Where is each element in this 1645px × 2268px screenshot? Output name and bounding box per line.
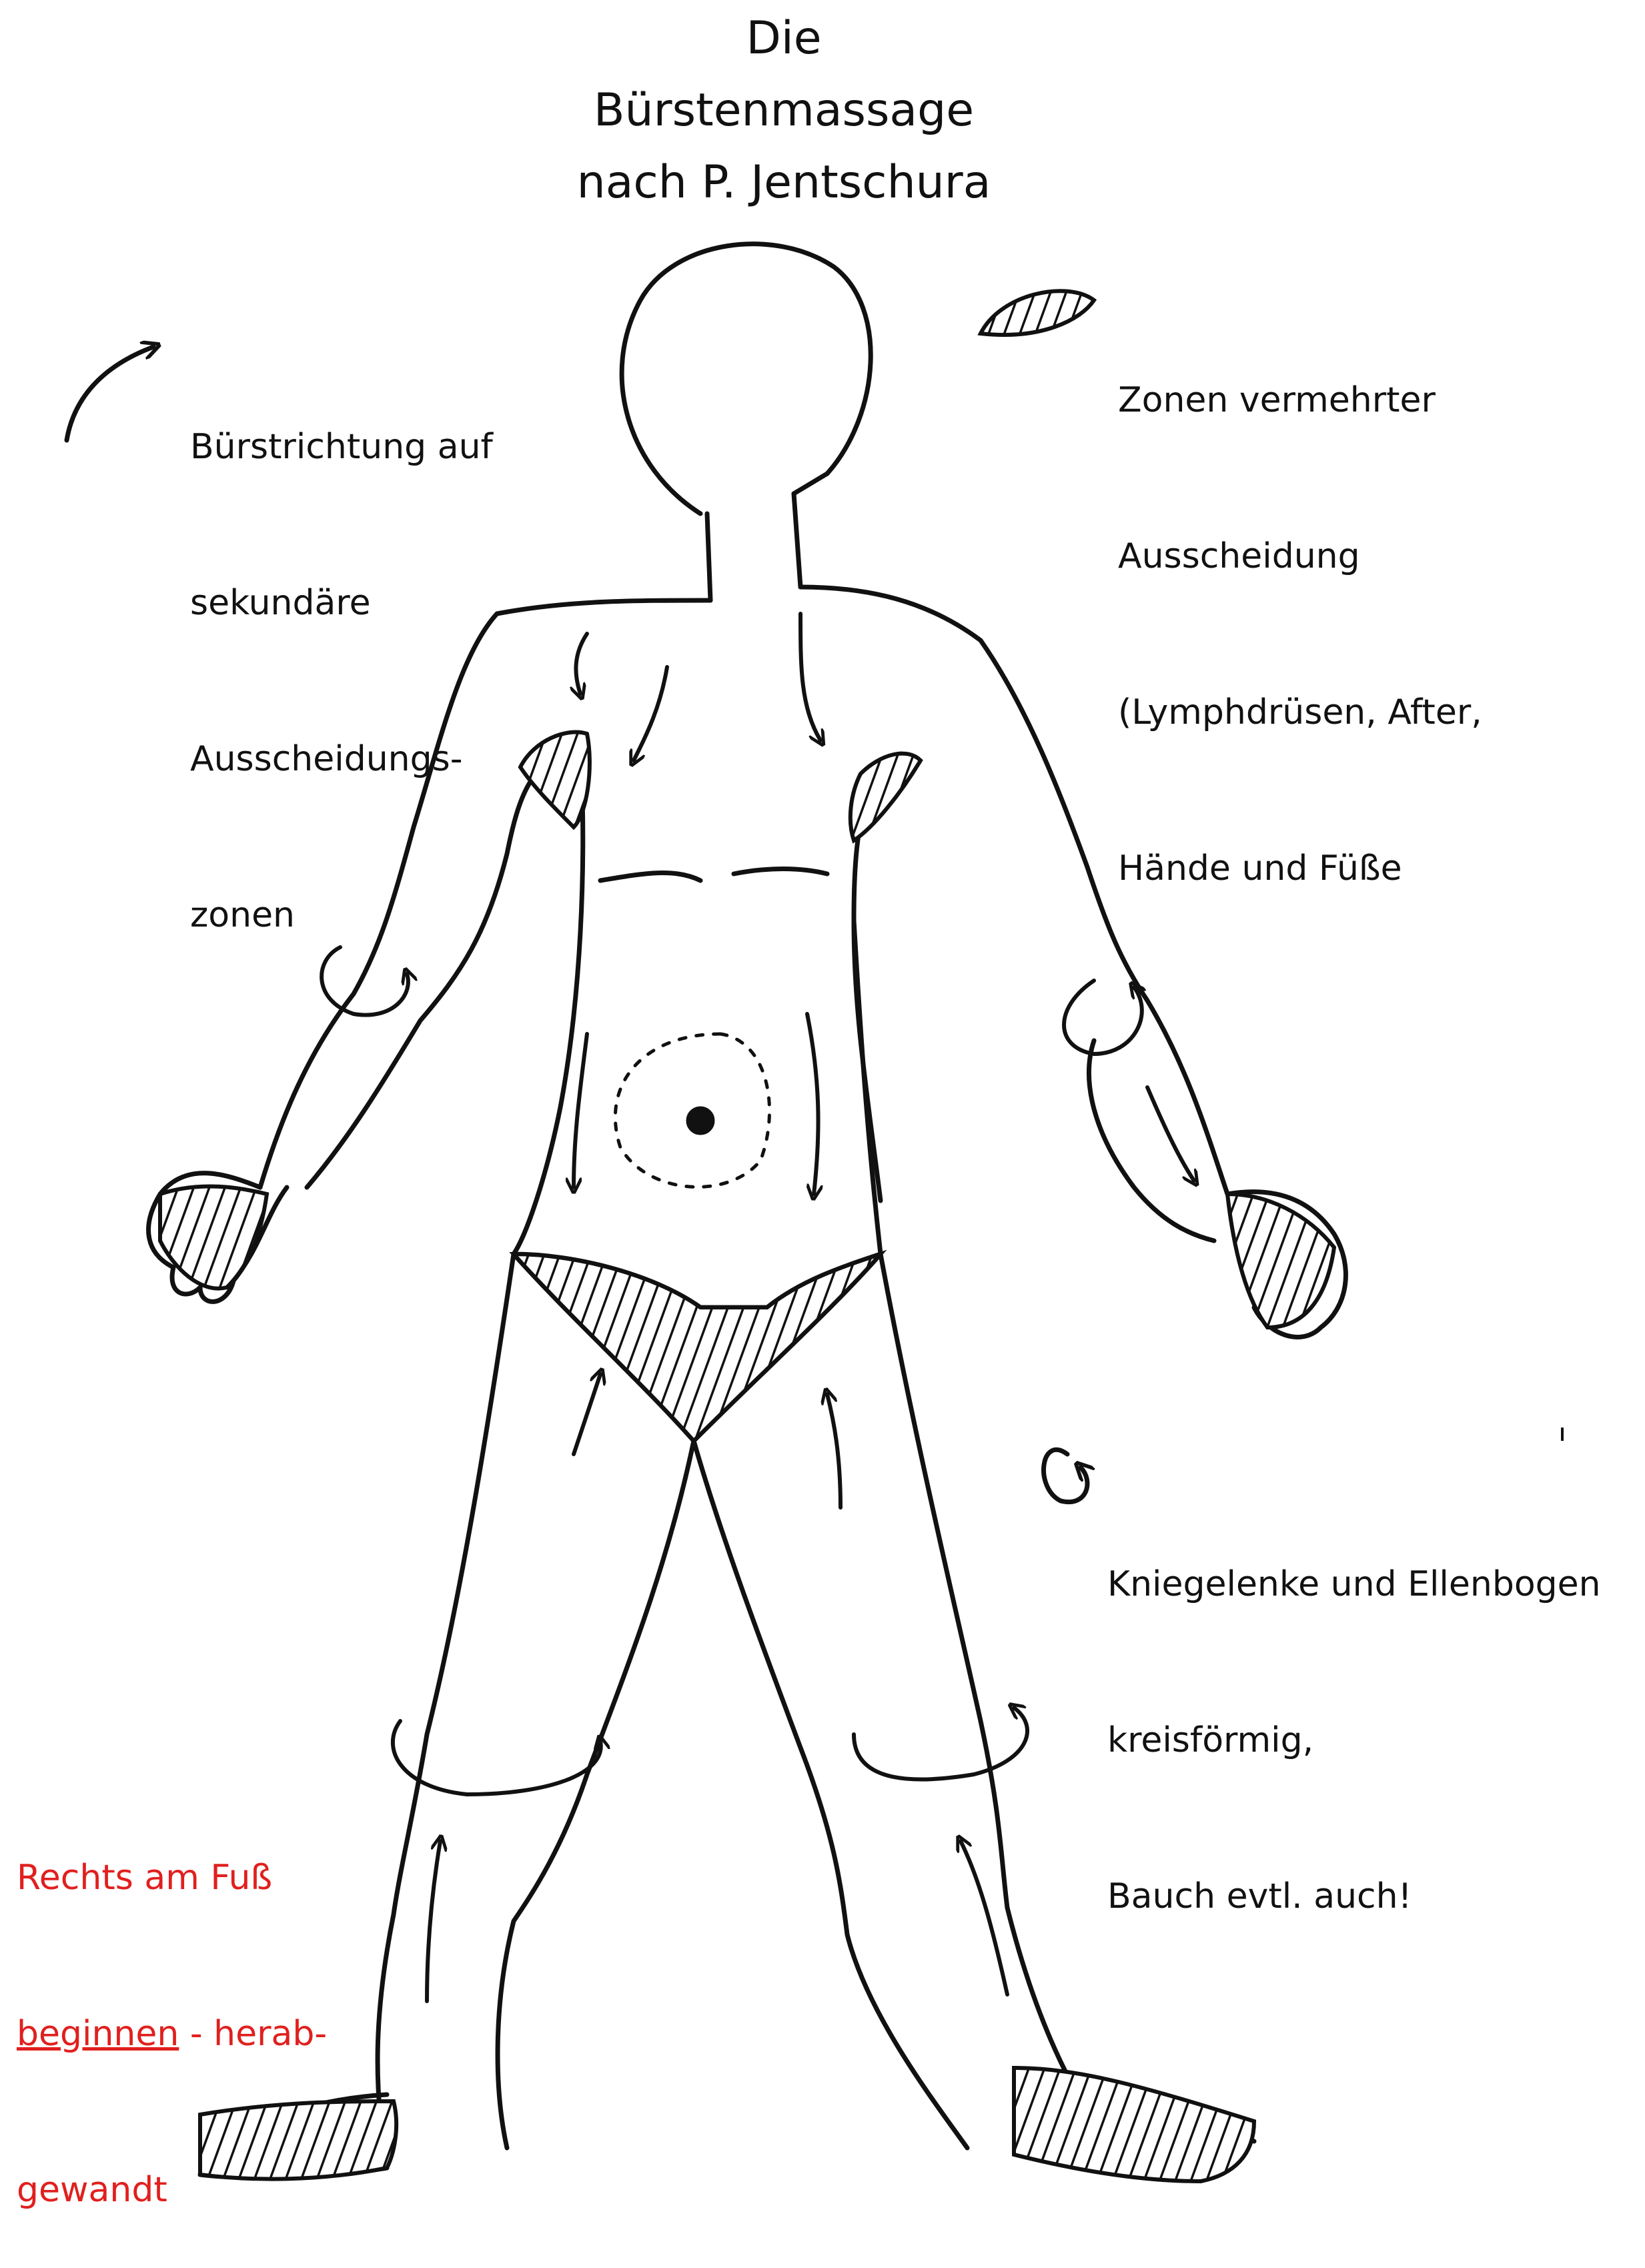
- body-diagram: [64, 241, 1564, 2184]
- legend-direction-line-1: Bürstrichtung auf: [190, 427, 493, 467]
- legend-direction-line-4: zonen: [190, 895, 296, 935]
- legend-zones-line-1: Zonen vermehrter: [1118, 380, 1436, 420]
- legend-zones-line-3: (Lymphdrüsen, After,: [1118, 692, 1482, 732]
- left-hand-zone: [158, 1184, 269, 1291]
- right-forearm-inner: [1087, 1038, 1217, 1243]
- arrow-shin-left: [425, 1841, 440, 2003]
- arrow-shoulder-left: [576, 632, 589, 694]
- arrow-forearm-right: [1145, 1085, 1194, 1181]
- legend-zones: Zonen vermehrter Ausscheidung (Lymphdrüs…: [1118, 270, 1482, 947]
- start-note-underlined: beginnen: [17, 2014, 179, 2054]
- left-armpit-zone: [518, 730, 592, 830]
- legend-circular-line-1: Kniegelenke und Ellenbogen: [1107, 1564, 1601, 1604]
- legend-circular-line-2: kreisförmig,: [1107, 1720, 1314, 1760]
- neck-outline: [704, 491, 803, 603]
- left-knee-circle: [390, 1719, 601, 1797]
- start-note-line-3: gewandt: [17, 2170, 167, 2210]
- torso-right: [851, 918, 883, 1257]
- legend-circular-line-3: Bauch evtl. auch!: [1107, 1876, 1412, 1916]
- title-line-2: Bürstenmassage: [593, 84, 975, 137]
- right-leg-inner: [691, 1438, 970, 2151]
- start-note-line-1: Rechts am Fuß: [17, 1858, 273, 1898]
- arrow-shin-right: [961, 1841, 1009, 1997]
- arrow-shoulder-right: [798, 612, 820, 740]
- left-leg-inner: [495, 1438, 696, 2151]
- legend-direction: Bürstrichtung auf sekundäre Ausscheidung…: [190, 317, 493, 993]
- right-elbow-circle: [1062, 979, 1142, 1057]
- legend-zones-line-4: Hände und Füße: [1118, 848, 1402, 889]
- arrow-thigh-right: [827, 1394, 843, 1510]
- right-knee-circle: [852, 1708, 1029, 1782]
- right-arm-outline: [798, 584, 1348, 1339]
- title-line-1: Die: [746, 12, 822, 65]
- left-arm-outline: [146, 598, 713, 1304]
- chest-line-right: [731, 867, 830, 877]
- arrow-chest-left: [634, 665, 669, 760]
- arrow-abdomen-right: [805, 1012, 818, 1194]
- arrow-abdomen-left: [574, 1032, 589, 1187]
- right-armpit-zone: [848, 751, 923, 844]
- curved-arrow-icon: [64, 347, 153, 443]
- circular-arrow-icon: [1041, 1447, 1087, 1505]
- head-outline: [619, 241, 873, 516]
- arrow-thigh-left: [572, 1374, 600, 1456]
- legend-zones-line-2: Ausscheidung: [1118, 536, 1360, 576]
- abdomen-circle: [613, 1032, 771, 1189]
- legend-circular: Kniegelenke und Ellenbogen kreisförmig, …: [1107, 1454, 1601, 1974]
- left-foot-zone: [198, 2099, 399, 2181]
- hatched-zone-icon: [977, 289, 1097, 337]
- start-note-line-2: beginnen - herab-: [17, 2008, 327, 2060]
- start-note: Rechts am Fuß beginnen - herab- gewandt: [17, 1748, 327, 2268]
- pelvis-zone: [509, 1249, 887, 1444]
- chest-line-left: [598, 871, 703, 883]
- legend-direction-line-2: sekundäre: [190, 583, 371, 623]
- legend-direction-line-3: Ausscheidungs-: [190, 739, 463, 779]
- right-foot-zone: [1012, 2065, 1257, 2184]
- right-hand-zone: [1225, 1191, 1337, 1330]
- title-line-3: nach P. Jentschura: [576, 156, 991, 209]
- torso-left: [511, 744, 586, 1257]
- start-note-rest: - herab-: [179, 2014, 328, 2054]
- left-arm-inner: [304, 744, 583, 1190]
- navel-mark: [686, 1106, 715, 1135]
- left-elbow-circle: [320, 945, 408, 1017]
